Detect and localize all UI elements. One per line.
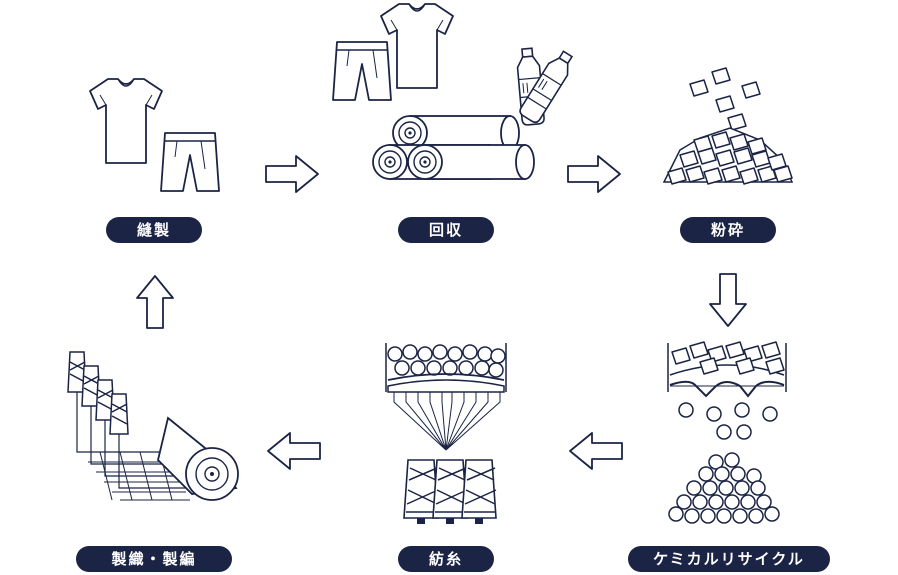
arrow-icon: [136, 275, 174, 329]
t-shirt-icon: [89, 78, 163, 164]
pellet-icon: [678, 402, 778, 440]
collection-illustration: [332, 3, 578, 180]
fabric-roll-icon: [407, 144, 535, 180]
step-label-spinning: 紡糸: [398, 546, 494, 572]
crushing-illustration: [662, 67, 794, 185]
step-label-sewing: 縫製: [106, 217, 202, 243]
spool-icon: [67, 351, 129, 435]
pellet-icon: [387, 344, 506, 378]
step-label-collection: 回収: [398, 217, 494, 243]
arrow-icon: [569, 432, 623, 470]
arrow-icon: [709, 273, 747, 327]
flake-icon: [689, 67, 761, 131]
shorts-icon: [332, 41, 392, 101]
step-label-crushing: 粉砕: [680, 217, 776, 243]
arrow-icon: [265, 155, 319, 193]
shorts-icon: [160, 132, 220, 192]
step-label-chemical-recycle: ケミカルリサイクル: [628, 546, 830, 572]
spool-icon: [403, 459, 497, 525]
sewing-illustration: [89, 78, 220, 192]
step-label-weaving-knitting: 製織・製編: [76, 546, 232, 572]
arrow-icon: [567, 155, 621, 193]
weaving-illustration: [67, 351, 239, 501]
arrow-icon: [267, 432, 321, 470]
fabric-roll-icon: [157, 416, 239, 501]
t-shirt-icon: [380, 3, 454, 89]
spinning-illustration: [385, 343, 507, 525]
chemical-recycle-illustration: [667, 341, 787, 524]
